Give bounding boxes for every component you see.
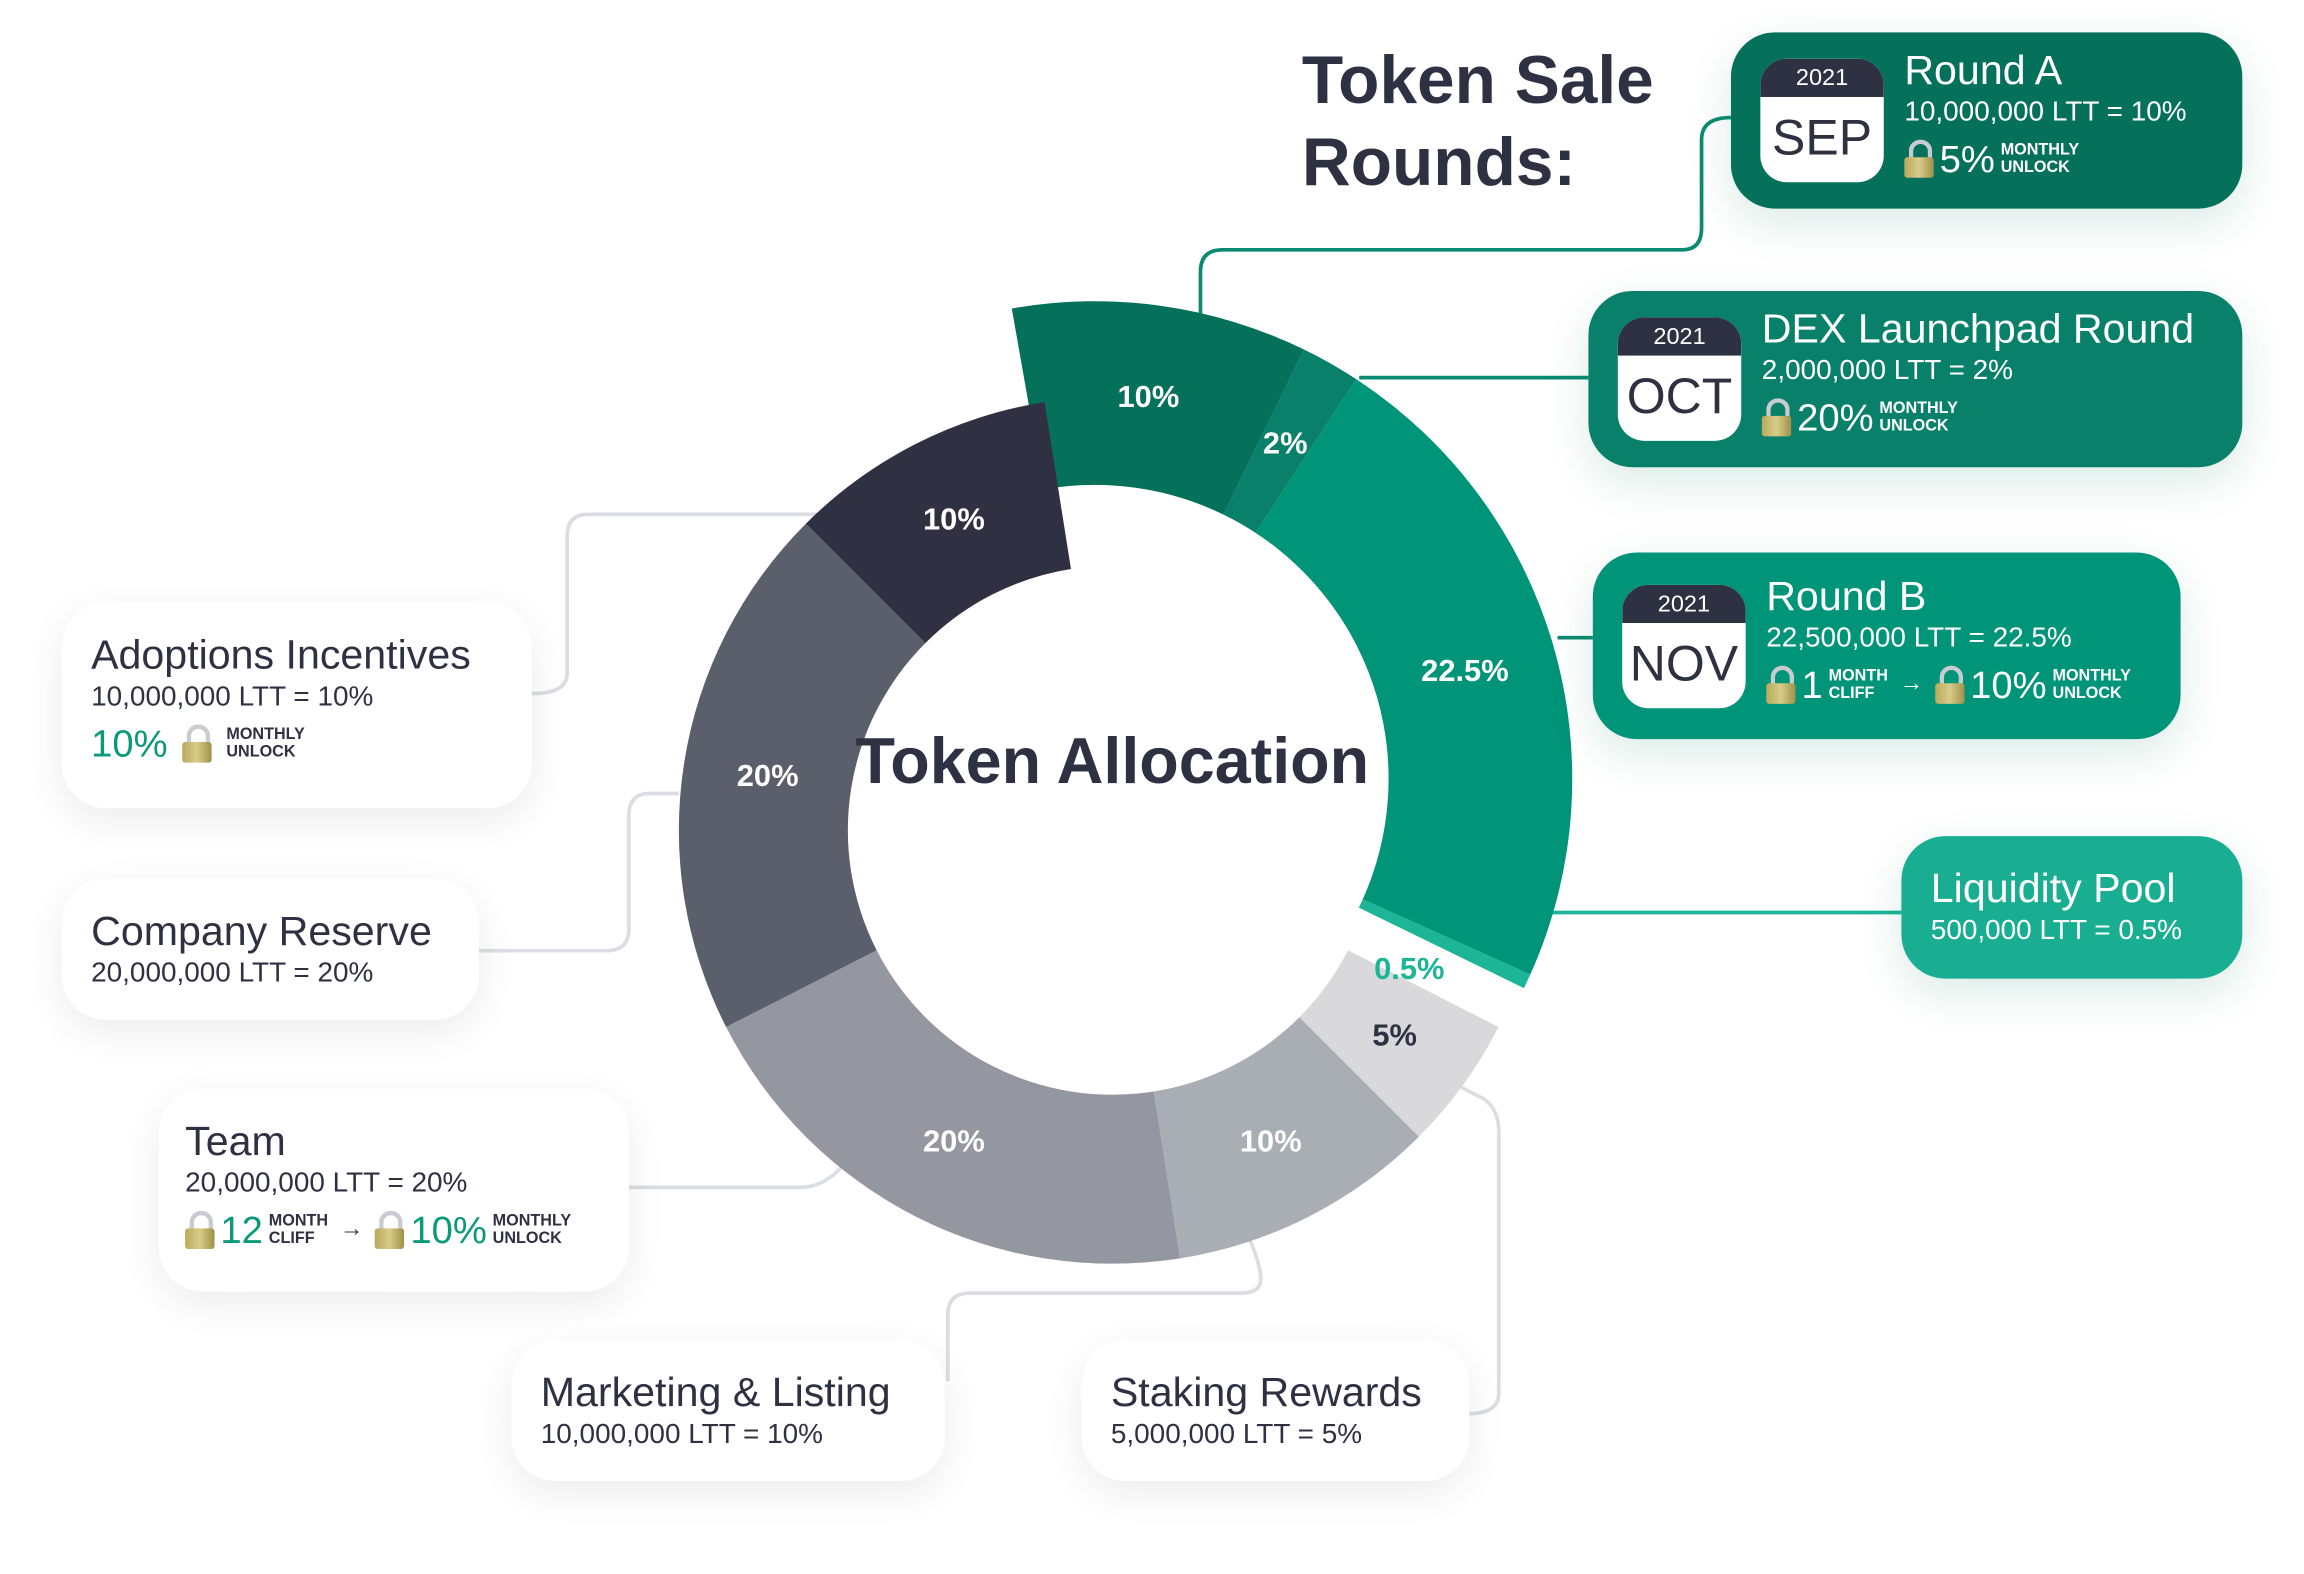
round-name: Round B <box>1766 573 1927 619</box>
slice-label: 20% <box>737 758 799 793</box>
slice-round-a <box>1011 301 1305 515</box>
round-name: DEX Launchpad Round <box>1761 305 2195 352</box>
calendar-year: 2021 <box>1617 317 1742 356</box>
unlock-label: MONTHLY <box>1879 399 1958 418</box>
liquidity-name: Liquidity Pool <box>1930 865 2176 912</box>
category-name: Staking Rewards <box>1110 1369 1422 1416</box>
cliff-label: CLIFF <box>268 1229 315 1248</box>
slice-label: 22.5% <box>1421 653 1508 688</box>
slice-liquidity-pool <box>1358 899 1531 989</box>
center-title: Token Allocation <box>855 725 1370 798</box>
connector-adoptions <box>531 512 823 696</box>
slice-company-reserve <box>678 523 926 1028</box>
cliff-label: MONTH <box>1828 667 1888 685</box>
calendar-month: OCT <box>1626 368 1733 425</box>
arrow-icon: → <box>1899 671 1924 697</box>
adoptions-incentives-card: Adoptions Incentives 10,000,000 LTT = 10… <box>61 602 532 809</box>
slice-label: 5% <box>1372 1018 1417 1053</box>
round-name: Round A <box>1904 47 2063 93</box>
category-name: Adoptions Incentives <box>91 631 471 678</box>
cliff-label: CLIFF <box>1828 684 1875 703</box>
round-amount: 2,000,000 LTT = 2% <box>1761 355 2014 387</box>
category-name: Company Reserve <box>91 908 432 954</box>
slice-label: 0.5% <box>1374 951 1444 986</box>
cliff-months: 1 <box>1801 662 1823 707</box>
unlock-percent: 10% <box>410 1207 487 1252</box>
slice-staking-rewards <box>1299 950 1499 1137</box>
unlock-percent: 10% <box>1970 662 2047 707</box>
calendar-month: NOV <box>1629 636 1739 693</box>
unlock-percent: 20% <box>1797 395 1874 440</box>
round-amount: 10,000,000 LTT = 10% <box>1904 96 2187 128</box>
connector-staking <box>1446 1078 1501 1416</box>
unlock-label: MONTHLY <box>2000 141 2080 159</box>
lock-icon <box>375 1210 405 1249</box>
calendar-month: SEP <box>1772 110 1873 167</box>
unlock-label: MONTHLY <box>226 725 305 744</box>
arrow-icon: → <box>339 1216 364 1242</box>
liquidity-pool-card: Liquidity Pool 500,000 LTT = 0.5% <box>1901 836 2243 979</box>
round-amount: 22,500,000 LTT = 22.5% <box>1766 623 2072 654</box>
category-amount: 20,000,000 LTT = 20% <box>91 958 374 989</box>
unlock-label: UNLOCK <box>492 1229 562 1248</box>
slice-label: 2% <box>1263 426 1308 461</box>
connector-team <box>606 1166 842 1190</box>
unlock-label: MONTHLY <box>492 1212 572 1230</box>
category-amount: 10,000,000 LTT = 10% <box>91 681 374 713</box>
connector-lines <box>479 115 1902 1416</box>
unlock-percent: 10% <box>91 721 168 766</box>
slice-adoptions-incentives <box>805 402 1071 644</box>
lock-icon <box>1904 139 1934 178</box>
slice-round-b <box>1255 379 1573 975</box>
slice-team <box>726 950 1181 1264</box>
slice-label: 10% <box>923 502 985 537</box>
connector-reserve <box>479 791 679 953</box>
connector-round-a <box>1198 115 1731 321</box>
lock-icon <box>1766 665 1796 704</box>
lock-icon <box>185 1210 215 1249</box>
slice-marketing-listing <box>1153 1017 1419 1259</box>
unlock-label: UNLOCK <box>2000 158 2070 177</box>
category-amount: 10,000,000 LTT = 10% <box>540 1419 823 1451</box>
unlock-percent: 5% <box>1939 136 1995 181</box>
calendar-year: 2021 <box>1760 58 1884 97</box>
cliff-label: MONTH <box>268 1212 329 1230</box>
unlock-label: UNLOCK <box>226 743 296 762</box>
company-reserve-card: Company Reserve 20,000,000 LTT = 20% <box>61 878 480 1020</box>
category-amount: 5,000,000 LTT = 5% <box>1110 1419 1363 1451</box>
token-sale-rounds-title: Token Sale Rounds: <box>1301 41 1654 200</box>
unlock-label: MONTHLY <box>2052 667 2131 685</box>
unlock-label: UNLOCK <box>1879 417 1949 435</box>
lock-icon <box>1934 665 1965 704</box>
staking-rewards-card: Staking Rewards 5,000,000 LTT = 5% <box>1081 1340 1470 1482</box>
marketing-listing-card: Marketing & Listing 10,000,000 LTT = 10% <box>511 1340 945 1482</box>
slice-label: 10% <box>1240 1123 1302 1158</box>
cliff-months: 12 <box>220 1207 263 1252</box>
category-name: Team <box>185 1118 286 1164</box>
connector-marketing <box>945 1230 1263 1382</box>
category-amount: 20,000,000 LTT = 20% <box>185 1168 468 1200</box>
unlock-label: UNLOCK <box>2052 684 2122 703</box>
slice-label: 20% <box>923 1123 985 1158</box>
calendar-year: 2021 <box>1622 584 1746 624</box>
slice-dex-launchpad-round <box>1223 349 1357 533</box>
lock-icon <box>1761 398 1792 437</box>
category-name: Marketing & Listing <box>540 1369 891 1416</box>
slice-label: 10% <box>1118 379 1180 414</box>
lock-icon <box>182 724 212 763</box>
liquidity-amount: 500,000 LTT = 0.5% <box>1930 915 2182 947</box>
